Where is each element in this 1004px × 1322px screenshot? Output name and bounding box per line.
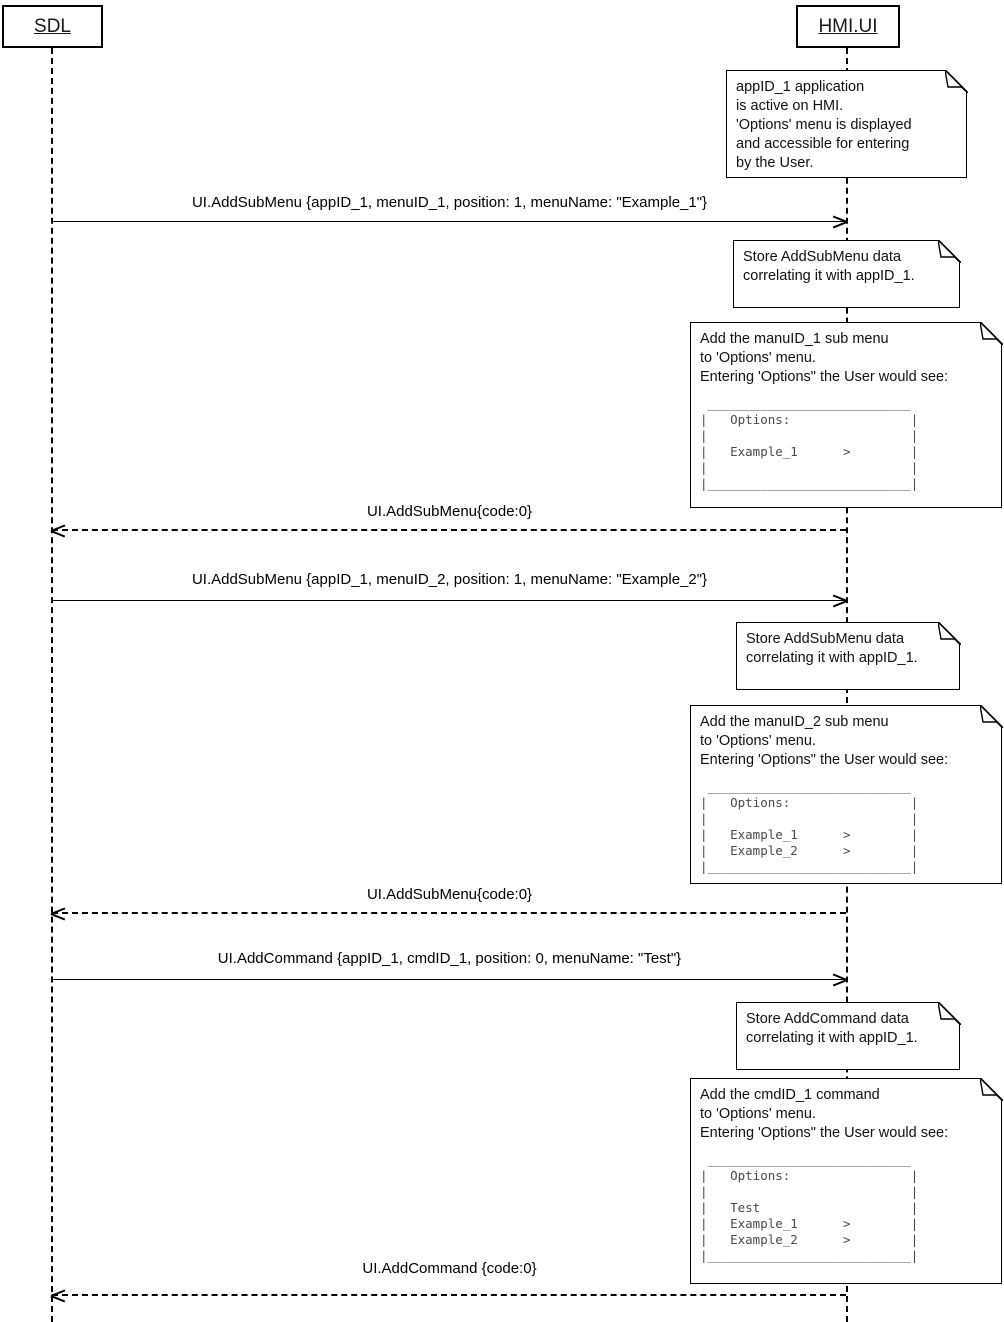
message-addsubmenu-1-label: UI.AddSubMenu {appID_1, menuID_1, positi… — [191, 194, 708, 211]
actor-sdl: SDL — [2, 5, 103, 48]
note-app-active-text: appID_1 application is active on HMI. 'O… — [736, 79, 912, 171]
note-fold-icon — [979, 1077, 1003, 1101]
message-addcommand-response-label: UI.AddCommand {code:0} — [362, 1260, 537, 1277]
actor-hmi-ui: HMI.UI — [796, 5, 900, 48]
message-addcommand-arrow — [52, 979, 846, 980]
note-add-submenu-1-result: Add the manuID_1 sub menu to 'Options' m… — [690, 321, 1003, 508]
note-add-submenu-2-text: Add the manuID_2 sub menu to 'Options' m… — [700, 714, 949, 768]
options-menu-preview-1: ___________________________ | Options: |… — [700, 396, 919, 491]
note-store-addcommand: Store AddCommand data correlating it wit… — [736, 1001, 961, 1070]
note-fold-icon — [937, 621, 961, 645]
actor-sdl-label: SDL — [34, 15, 71, 37]
note-store-addsubmenu-1-text: Store AddSubMenu data correlating it wit… — [743, 249, 915, 284]
message-addsubmenu-1-arrow — [52, 221, 846, 222]
options-menu-preview-3: ___________________________ | Options: |… — [700, 1152, 919, 1263]
note-store-addsubmenu-2: Store AddSubMenu data correlating it wit… — [736, 621, 961, 690]
note-store-addsubmenu-2-text: Store AddSubMenu data correlating it wit… — [746, 631, 918, 666]
lifeline-sdl — [51, 48, 53, 1322]
note-add-submenu-1-text: Add the manuID_1 sub menu to 'Options' m… — [700, 331, 949, 385]
note-fold-icon — [937, 1001, 961, 1025]
note-add-command-text: Add the cmdID_1 command to 'Options' men… — [700, 1087, 949, 1141]
message-addcommand-label: UI.AddCommand {appID_1, cmdID_1, positio… — [217, 950, 682, 967]
note-fold-icon — [979, 321, 1003, 345]
message-addsubmenu-2-label: UI.AddSubMenu {appID_1, menuID_2, positi… — [191, 571, 708, 588]
message-addsubmenu-2-response-arrow — [52, 912, 846, 914]
note-add-submenu-2-result: Add the manuID_2 sub menu to 'Options' m… — [690, 704, 1003, 884]
note-fold-icon — [944, 69, 968, 93]
message-addsubmenu-1-response-label: UI.AddSubMenu{code:0} — [366, 503, 533, 520]
message-addsubmenu-2-response-label: UI.AddSubMenu{code:0} — [366, 886, 533, 903]
message-addcommand-response-arrow — [52, 1294, 846, 1296]
note-store-addsubmenu-1: Store AddSubMenu data correlating it wit… — [733, 239, 961, 308]
options-menu-preview-2: ___________________________ | Options: |… — [700, 779, 919, 874]
message-addsubmenu-1-response-arrow — [52, 529, 846, 531]
note-add-command-result: Add the cmdID_1 command to 'Options' men… — [690, 1077, 1003, 1284]
message-addsubmenu-2-arrow — [52, 600, 846, 601]
note-app-active: appID_1 application is active on HMI. 'O… — [726, 69, 968, 178]
actor-hmi-ui-label: HMI.UI — [818, 15, 878, 37]
note-fold-icon — [979, 704, 1003, 728]
note-fold-icon — [937, 239, 961, 263]
note-store-addcommand-text: Store AddCommand data correlating it wit… — [746, 1011, 918, 1046]
